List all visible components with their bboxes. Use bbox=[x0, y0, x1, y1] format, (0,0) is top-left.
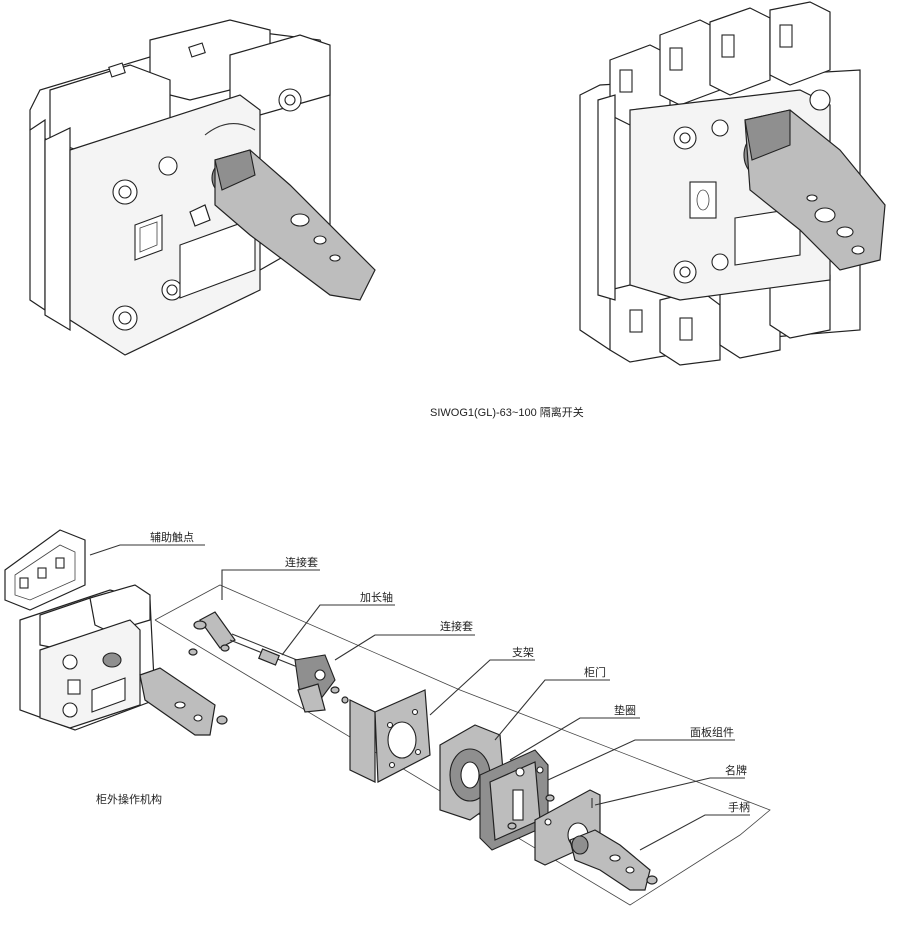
projection-outline bbox=[154, 584, 771, 906]
switch-front-view-left bbox=[29, 19, 376, 356]
aux-contact-part bbox=[4, 529, 86, 611]
shaft-assembly bbox=[188, 611, 349, 713]
switch-handle-small bbox=[139, 667, 228, 736]
label-nameplate: 名牌 bbox=[725, 763, 747, 777]
label-aux-contact: 辅助触点 bbox=[150, 530, 194, 544]
panel-assembly-part bbox=[479, 749, 555, 851]
label-coupling-2: 连接套 bbox=[440, 620, 473, 633]
figure-caption: SIWOG1(GL)-63~100 隔离开关 bbox=[430, 405, 584, 419]
bracket-part bbox=[349, 689, 431, 783]
handle-part bbox=[569, 829, 658, 891]
label-external-mechanism: 柜外操作机构 bbox=[96, 792, 162, 806]
switch-body-small bbox=[19, 584, 156, 731]
label-bracket: 支架 bbox=[512, 646, 534, 659]
label-extension-shaft: 加长轴 bbox=[360, 590, 393, 604]
label-cabinet-door: 柜门 bbox=[584, 665, 606, 679]
label-gasket: 垫圈 bbox=[614, 703, 636, 717]
label-handle: 手柄 bbox=[728, 800, 750, 814]
leader-lines bbox=[89, 544, 750, 851]
switch-front-view-right bbox=[579, 1, 886, 366]
label-coupling-1: 连接套 bbox=[285, 556, 318, 569]
label-panel-assembly: 面板组件 bbox=[690, 725, 734, 739]
